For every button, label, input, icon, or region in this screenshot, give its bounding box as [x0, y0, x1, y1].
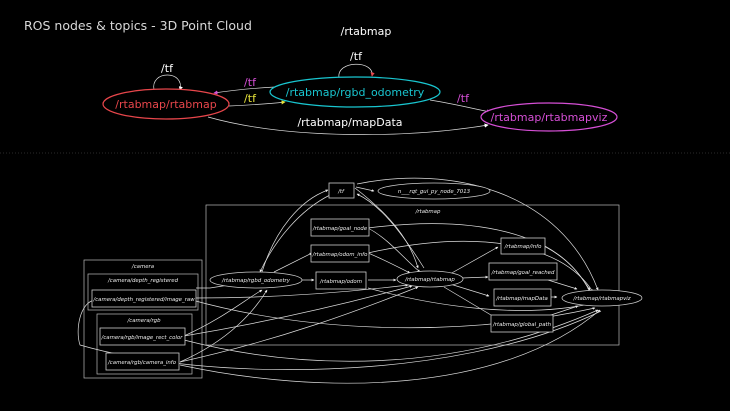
edge-label-odom-to-rtabmap: /tf: [244, 76, 257, 89]
cluster-depth-registered: [87, 273, 199, 311]
edge: [77, 299, 602, 370]
edge: [367, 252, 411, 274]
edge: [461, 275, 489, 279]
topic-info-label: /rtabmap/info: [504, 244, 542, 250]
node-rtabmap[interactable]: [102, 88, 230, 120]
edge: [547, 279, 578, 290]
edge-rtabmap-self-tf: [153, 74, 183, 91]
edge: [179, 286, 419, 363]
edge: [367, 287, 595, 311]
top-graph: /rtabmap /tf /tf /tf /tf /tf /rtabmap/ma…: [102, 25, 618, 135]
topic-odom-info[interactable]: [310, 244, 370, 263]
edge: [355, 186, 375, 192]
edge: [259, 194, 331, 273]
node-rqt-gui[interactable]: [377, 182, 491, 200]
topic-odom-label: /rtabmap/odom: [319, 279, 362, 285]
topic-goal-reached[interactable]: [488, 262, 558, 281]
topic-global-path-label: /rtabmap/global_path: [492, 322, 552, 328]
edge: [179, 309, 601, 384]
topic-goal-reached-label: /rtabmap/goal_reached: [491, 270, 555, 276]
topic-tf[interactable]: [328, 182, 355, 199]
edge: [183, 285, 413, 337]
edge-label-odom-self: /tf: [350, 50, 363, 63]
topic-info[interactable]: [500, 237, 546, 255]
topic-mapdata[interactable]: [493, 288, 552, 307]
edge: [354, 187, 419, 269]
edge: [544, 245, 591, 291]
edge-odom-to-viz: [429, 99, 491, 114]
cluster-rgb: [96, 313, 193, 375]
topic-image-raw-label: /camera/depth_registered/image_raw: [92, 297, 195, 303]
node-rgbd-odometry-small[interactable]: [209, 271, 303, 289]
node-rgbd-odometry[interactable]: [269, 76, 441, 108]
edge: [443, 286, 497, 319]
edge: [367, 241, 594, 293]
edge-label-odom-to-viz: /tf: [457, 92, 470, 105]
edge-rtabmap-to-viz: [207, 116, 489, 135]
topic-odom-info-label: /rtabmap/odom_info: [312, 252, 368, 258]
edge: [179, 289, 268, 363]
edge-label-rtabmap-to-odom: /tf: [244, 92, 257, 105]
cluster-camera-label: /camera: [131, 264, 154, 270]
edge: [183, 289, 263, 337]
node-rtabmapviz[interactable]: [480, 102, 618, 132]
edge: [449, 283, 490, 297]
topic-goal-node-label: /rtabmap/goal_node: [312, 226, 368, 232]
cluster-rtabmap-label: /rtabmap: [415, 209, 441, 215]
bottom-edges: [77, 177, 602, 384]
topic-image-raw[interactable]: [91, 289, 197, 308]
node-rtabmapviz-small[interactable]: [561, 289, 643, 307]
node-rtabmap-small[interactable]: [396, 270, 464, 288]
edge-label-rtabmap-to-viz: /rtabmap/mapData: [297, 116, 402, 129]
edge-odom-to-rtabmap: [213, 86, 276, 95]
namespace-label: /rtabmap: [341, 25, 392, 38]
topic-image-rect-color[interactable]: [99, 327, 186, 346]
edge: [356, 177, 599, 291]
edge: [273, 252, 313, 273]
node-rtabmap-label: /rtabmap/rtabmap: [115, 98, 216, 111]
node-rgbd-odometry-small-label: /rtabmap/rgbd_odometry: [221, 278, 291, 284]
node-rtabmap-small-label: /rtabmap/rtabmap: [404, 277, 455, 283]
node-rtabmapviz-label: /rtabmap/rtabmapviz: [491, 111, 608, 124]
page-title: ROS nodes & topics - 3D Point Cloud: [24, 18, 252, 33]
topic-tf-label: /tf: [337, 189, 345, 195]
edge-label-rtabmap-self: /tf: [161, 62, 174, 75]
cluster-rtabmap: [205, 204, 620, 346]
topic-mapdata-label: /rtabmap/mapData: [495, 296, 548, 302]
cluster-rgb-label: /camera/rgb: [126, 318, 161, 324]
topic-image-rect-color-label: /camera/rgb/image_rect_color: [101, 335, 184, 341]
edge: [195, 283, 409, 299]
cluster-camera: [83, 259, 203, 379]
edge-rtabmap-to-odom: [228, 100, 286, 107]
topic-camera-info-label: /camera/rgb/camera_info: [107, 360, 177, 366]
topic-camera-info[interactable]: [105, 352, 180, 371]
node-rqt-gui-label: n___rqt_gui_py_node_7013: [398, 189, 471, 195]
node-rtabmapviz-small-label: /rtabmap/rtabmapviz: [572, 296, 630, 302]
cluster-depth-registered-label: /camera/depth_registered: [107, 278, 179, 284]
edge: [356, 193, 425, 269]
edge-odom-self-tf: [338, 63, 375, 79]
topic-goal-node[interactable]: [310, 218, 370, 237]
topic-global-path[interactable]: [490, 314, 554, 333]
bottom-graph: /rtabmap /camera /camera/depth_registere…: [77, 177, 643, 384]
topic-odom[interactable]: [315, 271, 367, 290]
edge: [547, 305, 579, 317]
node-rgbd-odometry-label: /rtabmap/rgbd_odometry: [286, 86, 425, 99]
edge: [183, 309, 599, 362]
edge: [367, 227, 421, 273]
edge: [449, 246, 499, 275]
